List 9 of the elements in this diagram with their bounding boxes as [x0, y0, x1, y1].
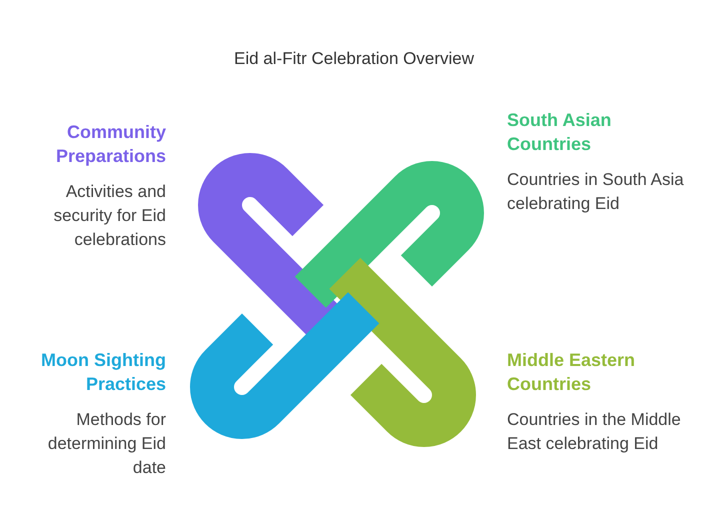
section-heading: Middle Eastern Countries [507, 349, 636, 396]
diagram-title: Eid al-Fitr Celebration Overview [233, 49, 475, 69]
section-heading: South Asian Countries [507, 109, 612, 156]
section-description: Activities and security for Eid celebrations [52, 181, 166, 251]
section-heading: Moon Sighting Practices [40, 349, 166, 396]
section-description: Countries in the Middle East celebrating Eid [507, 409, 682, 455]
section-heading: Community Preparations [54, 121, 166, 168]
section-description: Methods for determining Eid date [46, 409, 166, 479]
section-description: Countries in South Asia celebrating Eid [507, 169, 685, 215]
